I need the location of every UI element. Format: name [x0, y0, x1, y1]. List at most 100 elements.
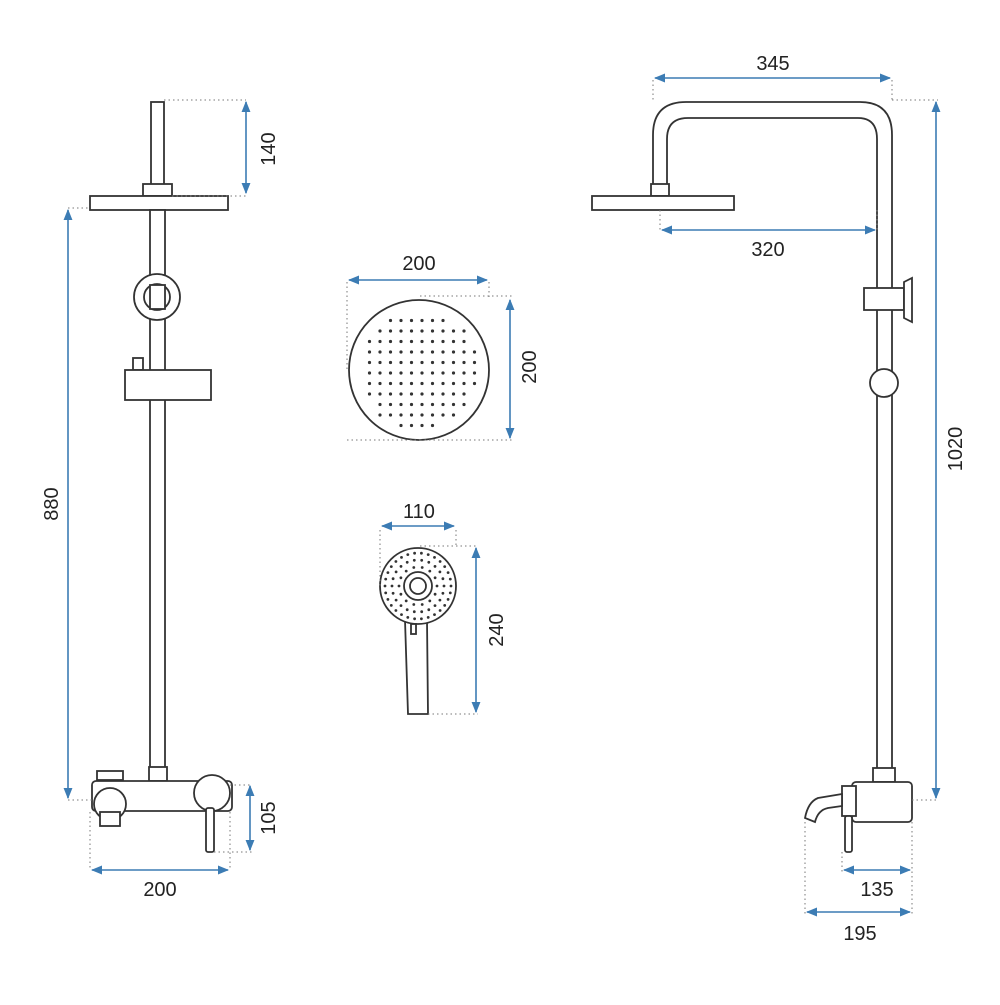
nozzle-dot	[441, 360, 445, 365]
nozzle-dot	[448, 591, 452, 595]
nozzle-dot	[420, 329, 424, 333]
nozzle-dot	[388, 318, 393, 323]
nozzle-dot	[378, 339, 382, 344]
dim-label-1020: 1020	[945, 427, 967, 472]
dim-label-140: 140	[258, 132, 280, 165]
nozzle-dot	[441, 371, 445, 375]
nozzle-dot	[420, 339, 424, 344]
nozzle-dot	[412, 558, 416, 562]
nozzle-dot	[399, 604, 403, 607]
nozzle-dot	[430, 413, 435, 417]
side-rain-head	[591, 195, 735, 211]
nozzle-dot	[462, 360, 466, 365]
dim-label-345: 345	[756, 53, 789, 75]
nozzle-dot	[433, 604, 437, 607]
nozzle-dot	[404, 599, 408, 603]
nozzle-dot	[433, 565, 437, 568]
dim-label-880: 880	[41, 487, 63, 520]
front-pipe-through-holder	[149, 284, 166, 310]
nozzle-dot	[378, 371, 382, 375]
nozzle-dot	[384, 577, 388, 581]
nozzle-dot	[442, 584, 446, 588]
nozzle-dot	[441, 339, 445, 344]
nozzle-dot	[438, 560, 442, 563]
side-arm-outer	[652, 101, 893, 780]
nozzle-dot	[420, 610, 424, 614]
nozzle-dot	[443, 604, 447, 607]
nozzle-dot	[399, 565, 403, 568]
nozzle-dot	[443, 565, 447, 568]
nozzle-dot	[441, 577, 445, 581]
dim-label-320: 320	[751, 239, 784, 261]
nozzle-dot	[430, 392, 435, 396]
nozzle-dot	[430, 339, 435, 344]
nozzle-dot	[391, 591, 395, 595]
nozzle-dot	[412, 610, 416, 614]
side-holder-block	[863, 287, 905, 311]
side-mixer-connector	[872, 767, 896, 783]
rain-head-nozzles	[367, 318, 477, 428]
nozzle-dot	[451, 381, 456, 386]
nozzle-dot	[399, 360, 403, 365]
nozzle-dot	[367, 360, 372, 365]
nozzle-dot	[409, 350, 414, 354]
nozzle-dot	[430, 371, 435, 375]
side-mixer-cap	[841, 785, 857, 817]
nozzle-dot	[420, 381, 424, 386]
nozzle-dot	[462, 350, 466, 354]
dim-label-rain-width: 200	[402, 253, 435, 275]
nozzle-dot	[388, 371, 393, 375]
nozzle-dot	[451, 350, 456, 354]
nozzle-dot	[462, 371, 466, 375]
nozzle-dot	[409, 381, 414, 386]
nozzle-dot	[399, 371, 403, 375]
nozzle-dot	[378, 329, 382, 333]
side-view: 345 320 1020 135 195	[591, 53, 967, 945]
nozzle-dot	[413, 617, 416, 621]
nozzle-dot	[426, 616, 430, 619]
nozzle-dot	[451, 339, 456, 344]
nozzle-dot	[388, 392, 393, 396]
nozzle-dot	[462, 339, 466, 344]
nozzle-dot	[378, 413, 382, 417]
nozzle-dot	[394, 560, 398, 563]
nozzle-dot	[433, 576, 437, 580]
nozzle-dot	[462, 392, 466, 396]
nozzle-dot	[367, 381, 372, 386]
side-handle-lever	[844, 815, 853, 853]
side-arm-inner	[666, 117, 878, 780]
nozzle-dot	[441, 381, 445, 386]
nozzle-dot	[420, 558, 424, 562]
nozzle-dot	[462, 329, 466, 333]
nozzle-dot	[472, 371, 477, 375]
front-rain-head	[89, 195, 229, 211]
nozzle-dot	[438, 609, 442, 612]
nozzle-dot	[451, 413, 456, 417]
nozzle-dot	[430, 402, 435, 407]
nozzle-dot	[405, 560, 409, 564]
nozzle-dot	[388, 413, 393, 417]
nozzle-dot	[420, 392, 424, 396]
nozzle-dot	[378, 360, 382, 365]
nozzle-dot	[409, 402, 414, 407]
nozzle-dot	[420, 566, 424, 569]
nozzle-dot	[430, 423, 435, 428]
nozzle-dot	[438, 598, 442, 602]
nozzle-dot	[391, 577, 395, 581]
nozzle-dot	[451, 392, 456, 396]
nozzle-dot	[388, 402, 393, 407]
rain-head-disc	[348, 299, 490, 441]
nozzle-dot	[367, 339, 372, 344]
rain-head-view: 200 200	[346, 253, 541, 441]
nozzle-dot	[420, 413, 424, 417]
dim-label-195: 195	[843, 923, 876, 945]
nozzle-dot	[378, 402, 382, 407]
nozzle-dot	[441, 350, 445, 354]
nozzle-dot	[404, 569, 408, 573]
nozzle-dot	[441, 318, 445, 323]
nozzle-dot	[386, 571, 390, 574]
front-left-spout	[99, 811, 121, 827]
nozzle-dot	[399, 592, 403, 596]
nozzle-dot	[449, 584, 453, 588]
